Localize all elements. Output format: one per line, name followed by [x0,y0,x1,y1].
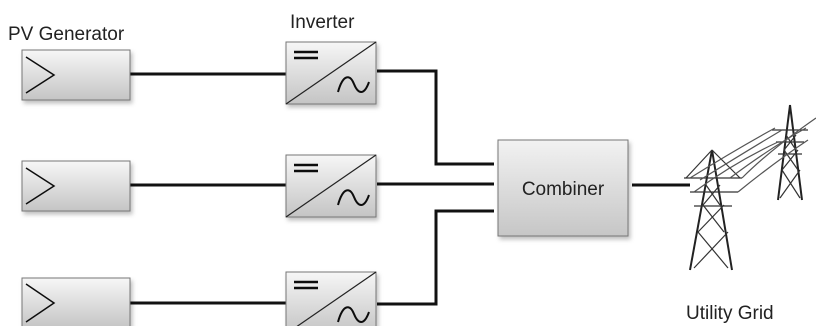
wire-inverter3-combiner [377,209,494,306]
triangle-arrow-icon [25,167,56,205]
triangle-arrow-icon [25,56,56,94]
inverter-1 [285,41,377,105]
dc-ac-inverter-icon [294,271,377,326]
front-tower [684,149,742,271]
inverter-label: Inverter [290,12,355,33]
transmission-tower-icon [684,104,816,271]
dc-ac-inverter-icon [285,154,377,218]
inverter-2 [285,154,377,218]
wiring [130,69,690,306]
pv-generator-2 [21,160,131,212]
pv-generator-label: PV Generator [8,24,125,45]
pv-generator-1 [21,49,131,101]
back-tower [772,104,808,201]
wire-inverter1-combiner [377,69,494,166]
pv-generator-3 [21,277,131,326]
utility-grid-label: Utility Grid [686,303,774,324]
triangle-arrow-icon [25,283,56,323]
dc-ac-inverter-icon [285,41,377,105]
combiner-label: Combiner [522,179,605,200]
combiner-box [497,139,629,237]
inverter-3 [285,271,377,326]
